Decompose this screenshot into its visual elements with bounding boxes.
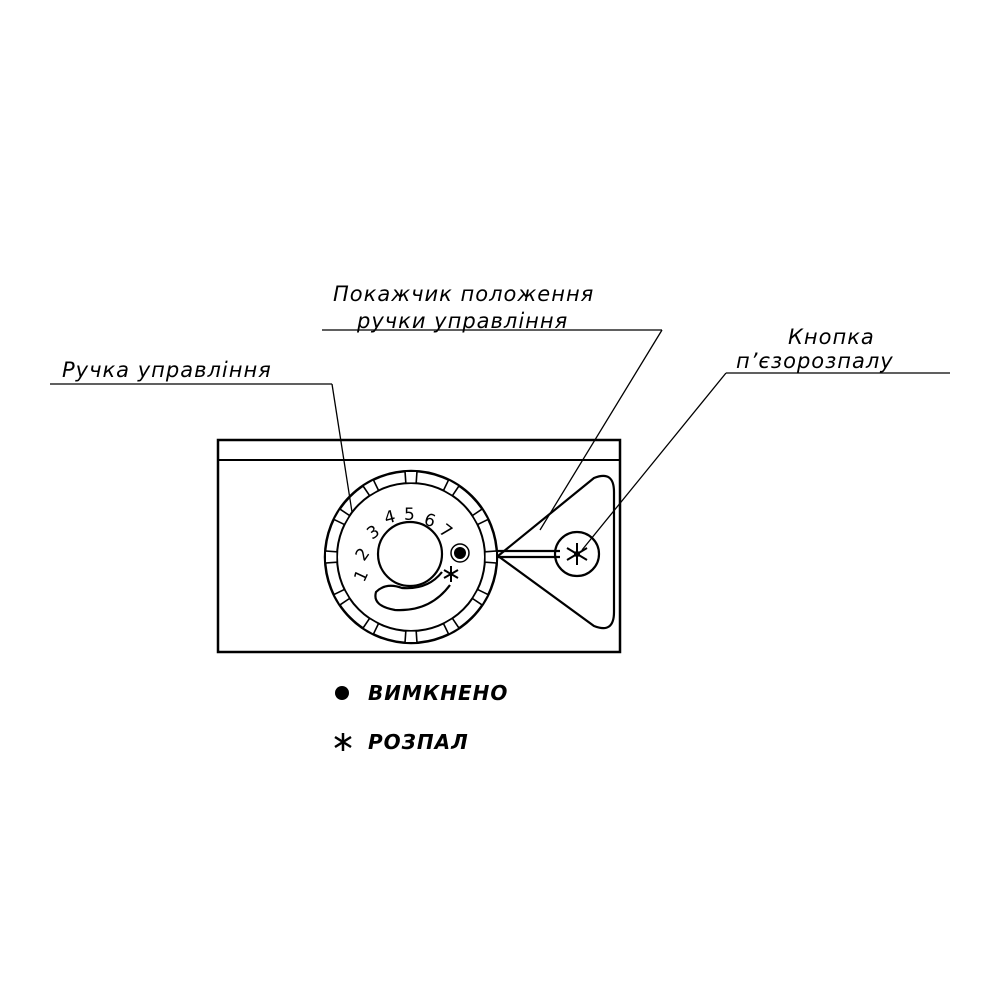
- legend-off-label: ВИМКНЕНО: [368, 681, 508, 705]
- dial-number-2: 2: [352, 545, 375, 565]
- dial-notch: [361, 617, 380, 636]
- legend-ignition-label: РОЗПАЛ: [368, 730, 469, 754]
- dial-notch: [332, 507, 351, 526]
- button-leader-line: [581, 372, 727, 551]
- dial-notch: [471, 588, 490, 607]
- dial-notches: [324, 470, 498, 644]
- button-label-line1: Кнопка: [788, 325, 875, 349]
- dial-number-5: 5: [404, 505, 415, 525]
- dial-number-6: 6: [421, 510, 437, 532]
- button-label-line2: п’єзорозпалу: [736, 349, 894, 373]
- dial-off-mark-icon: [454, 547, 466, 559]
- piezo-button[interactable]: [553, 530, 601, 578]
- spark-icon: [334, 733, 352, 751]
- dial-notch: [442, 478, 461, 497]
- dial-notch: [442, 617, 461, 636]
- dial-off-mark-ring: [450, 543, 470, 563]
- dial-notch: [471, 507, 490, 526]
- dial-notch: [361, 478, 380, 497]
- dial-curved-slot: [374, 571, 451, 612]
- indicator-label-line1: Покажчик положення: [333, 282, 594, 306]
- dial-spark-icon: [443, 566, 459, 582]
- legend-off: ВИМКНЕНО: [335, 681, 508, 705]
- dial-notch: [332, 588, 351, 607]
- dial-number-4: 4: [382, 507, 398, 529]
- button-housing: [496, 474, 616, 630]
- handle-label: Ручка управління: [62, 358, 272, 382]
- spark-icon: [566, 543, 588, 565]
- piezo-button-ring: [553, 530, 601, 578]
- dial-notch: [324, 550, 338, 564]
- dial-number-1: 1: [350, 567, 373, 585]
- dial-outer-ring: [323, 469, 499, 645]
- legend-ignition: РОЗПАЛ: [334, 730, 469, 754]
- dial-notch: [484, 550, 498, 564]
- indicator-leader-line: [539, 329, 663, 531]
- dial-center-hub: [376, 520, 444, 588]
- handle-leader-line: [331, 383, 353, 513]
- dial-notch: [404, 630, 418, 644]
- control-handle[interactable]: 1 2 3 4 5 6 7: [323, 469, 499, 645]
- filled-circle-icon: [335, 686, 349, 700]
- dial-notch: [404, 470, 418, 484]
- control-panel-body: [216, 438, 622, 654]
- indicator-label-line2: ручки управління: [356, 309, 568, 333]
